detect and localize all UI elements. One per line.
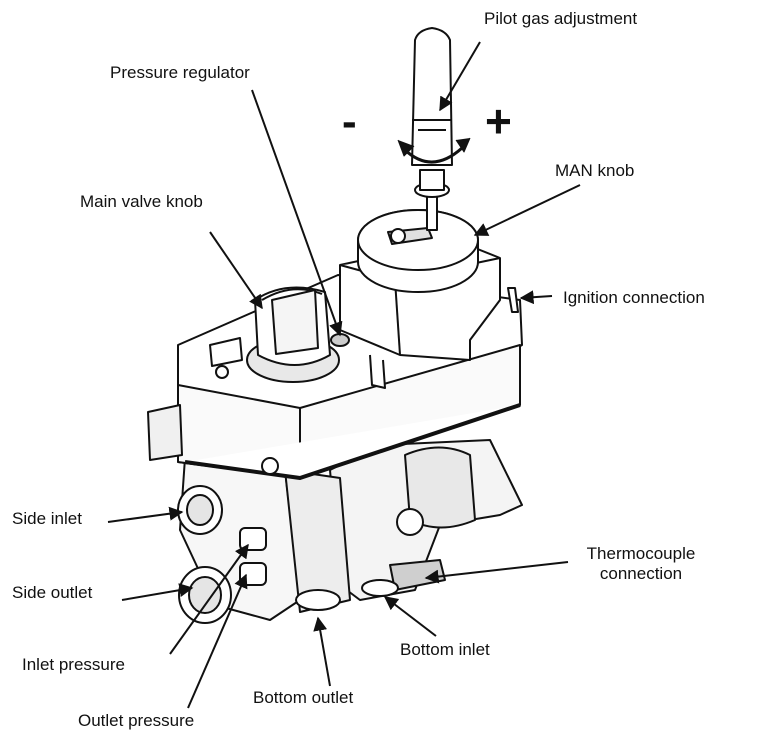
leader-man-knob (473, 184, 581, 236)
label-inlet-pressure: Inlet pressure (22, 655, 125, 674)
plus-symbol: + (485, 95, 512, 147)
leader-thermocouple (424, 561, 569, 584)
label-thermocouple-line1: Thermocouple (586, 544, 696, 563)
leader-bottom-inlet (383, 596, 437, 637)
minus-symbol: - (342, 97, 357, 146)
leader-side-inlet (107, 506, 184, 523)
leader-outlet-pressure (187, 573, 248, 709)
label-thermocouple-connection: Thermocouple connection (566, 544, 716, 584)
valve-body (147, 27, 523, 624)
label-side-outlet: Side outlet (12, 583, 93, 602)
leader-bottom-outlet (313, 616, 331, 687)
leader-pressure-regulator (251, 89, 343, 337)
label-man-knob: MAN knob (555, 161, 635, 180)
label-ignition-connection: Ignition connection (563, 288, 705, 307)
leader-pilot-gas (439, 41, 481, 112)
leader-side-outlet (121, 583, 194, 601)
label-bottom-outlet: Bottom outlet (253, 688, 354, 707)
leader-lines (107, 41, 581, 709)
leader-inlet-pressure (169, 543, 249, 655)
label-main-valve-knob: Main valve knob (80, 192, 203, 211)
leader-ignition (519, 290, 553, 305)
label-bottom-inlet: Bottom inlet (400, 640, 490, 659)
label-outlet-pressure: Outlet pressure (78, 711, 195, 730)
label-thermocouple-line2: connection (599, 564, 683, 583)
label-pilot-gas-adjustment: Pilot gas adjustment (484, 9, 638, 28)
label-side-inlet: Side inlet (12, 509, 82, 528)
label-pressure-regulator: Pressure regulator (110, 63, 250, 82)
leader-main-valve-knob (209, 231, 263, 310)
